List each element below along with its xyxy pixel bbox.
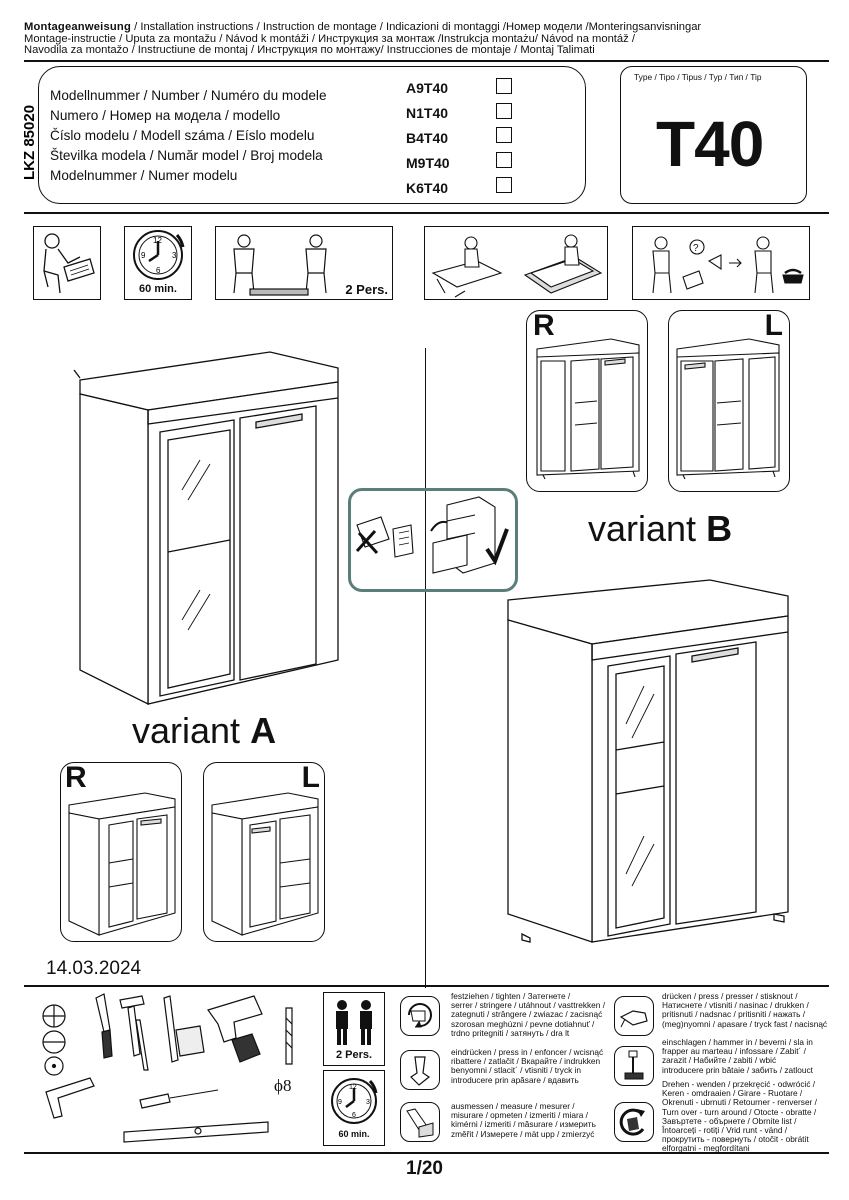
dont-do-box: [348, 488, 518, 592]
footer-rule: [24, 1152, 829, 1154]
clock-number: 9: [141, 251, 146, 260]
variant-a-letter: A: [250, 710, 277, 751]
tools-rule: [24, 985, 829, 987]
model-code: B4T40: [406, 130, 449, 146]
header-line-3: Navodila za montažo / Instructiune de mo…: [24, 44, 595, 56]
tools-illustration: ϕ8: [28, 990, 308, 1150]
persons-label: 2 Pers.: [345, 282, 388, 297]
screwdriver-icon: [95, 993, 111, 1033]
time-small-label: 60 min.: [338, 1129, 370, 1139]
model-checkbox[interactable]: [496, 103, 512, 119]
variant-b-left-panel: L: [668, 309, 790, 492]
drill-icon: [207, 995, 263, 1043]
model-code: A9T40: [406, 80, 449, 96]
hammer-in-legend: einschlagen / hammer in / beverni / sla …: [662, 1037, 813, 1075]
clock-number: 12: [153, 236, 162, 245]
document-date: 14.03.2024: [46, 958, 142, 979]
svg-text:?: ?: [693, 243, 699, 254]
model-label: Številka modela / Număr model / Broj mod…: [50, 148, 323, 163]
variant-a-label: variant A: [132, 710, 276, 752]
clock-number: 3: [366, 1099, 370, 1106]
model-code: N1T40: [406, 105, 449, 121]
turn-over-legend: Drehen - wenden / przekręcić - odwrócić …: [662, 1079, 817, 1154]
variant-a-word: variant: [132, 710, 251, 751]
type-value: T40: [656, 108, 764, 180]
time-small-icon: 12 3 6 9 60 min.: [323, 1070, 385, 1146]
persons-small-label: 2 Pers.: [335, 1049, 373, 1061]
read-instructions-icon: [33, 226, 101, 300]
right-letter: R: [533, 309, 555, 342]
work-on-carpet-icon: [424, 226, 608, 300]
model-checkbox[interactable]: [496, 152, 512, 168]
left-letter: L: [764, 309, 783, 342]
tighten-icon: [400, 996, 440, 1036]
variant-b-word: variant: [588, 508, 707, 549]
press-legend: drücken / press / presser / stisknout / …: [662, 991, 828, 1029]
hammer-icon: [119, 995, 145, 1009]
left-letter: L: [301, 761, 320, 794]
type-box: [620, 66, 807, 204]
header-rule: [24, 60, 829, 62]
header-title-bold: Montageanweisung: [24, 21, 132, 33]
model-checkbox[interactable]: [496, 177, 512, 193]
call-support-icon: ?: [632, 226, 810, 300]
model-checkbox[interactable]: [496, 127, 512, 143]
measure-legend: ausmessen / measure / mesurer / misurare…: [451, 1101, 596, 1139]
variant-a-right-panel: R: [60, 761, 182, 942]
model-number-labels: Modellnummer / Number / Numéro du modele…: [50, 86, 327, 186]
clock-number: 3: [172, 251, 177, 260]
model-checkbox[interactable]: [496, 78, 512, 94]
tape-measure-icon: [175, 1025, 205, 1057]
variant-b-right-panel: R: [526, 309, 648, 492]
model-label: Číslo modelu / Modell száma / Eíslo mode…: [50, 128, 315, 143]
cabinet-variant-b-illustration: [500, 574, 800, 968]
clock-number: 6: [156, 266, 161, 275]
type-label: Type / Tipo / Tipus / Typ / Тип / Tip: [634, 72, 762, 82]
variant-b-label: variant B: [588, 508, 732, 550]
center-divider: [425, 348, 426, 988]
model-label: Modelnummer / Numer modelu: [50, 168, 238, 183]
drill-bit-icon: [285, 1007, 293, 1065]
model-code: M9T40: [406, 155, 450, 171]
drill-bit-size: ϕ8: [274, 1076, 292, 1095]
measure-icon: [400, 1102, 440, 1142]
clock-number: 6: [352, 1112, 356, 1119]
model-number-box: [38, 66, 586, 204]
section-rule: [24, 212, 829, 214]
doc-code-vertical: LKZ 85020: [14, 88, 42, 184]
time-icon: 12 3 6 9 60 min.: [124, 226, 192, 300]
hammer-in-icon: [614, 1046, 654, 1086]
clock-number: 9: [338, 1099, 342, 1106]
awl-icon: [139, 1093, 171, 1109]
right-letter: R: [65, 761, 87, 794]
pencil-icon: [135, 1019, 149, 1071]
model-code: K6T40: [406, 180, 449, 196]
header-text: Montageanweisung / Installation instruct…: [24, 21, 829, 57]
press-in-icon: [400, 1050, 440, 1090]
page-number: 1/20: [406, 1158, 443, 1179]
two-persons-small-icon: 2 Pers.: [323, 992, 385, 1066]
two-persons-icon: 2 Pers.: [215, 226, 393, 300]
header-title-rest: / Installation instructions / Instructio…: [131, 21, 702, 33]
model-label: Numero / Номер на модела / modello: [50, 108, 281, 123]
model-codes: A9T40 N1T40 B4T40 M9T40 K6T40: [406, 76, 450, 201]
set-square-icon: [45, 1077, 95, 1119]
press-in-legend: eindrücken / press in / enfoncer / wcisn…: [451, 1047, 604, 1085]
model-label: Modellnummer / Number / Numéro du modele: [50, 88, 327, 103]
tighten-legend: festziehen / tighten / Затегнете / serre…: [451, 991, 606, 1038]
time-label: 60 min.: [139, 283, 177, 295]
press-icon: [614, 996, 654, 1036]
variant-a-left-panel: L: [203, 761, 325, 942]
turn-over-icon: [614, 1102, 654, 1142]
doc-code: LKZ 85020: [21, 105, 38, 180]
clock-number: 12: [349, 1084, 357, 1091]
variant-b-letter: B: [706, 508, 733, 549]
cabinet-variant-a-illustration: [70, 340, 350, 710]
header-line-2: Montage-instructie / Uputa za montažu / …: [24, 32, 635, 45]
